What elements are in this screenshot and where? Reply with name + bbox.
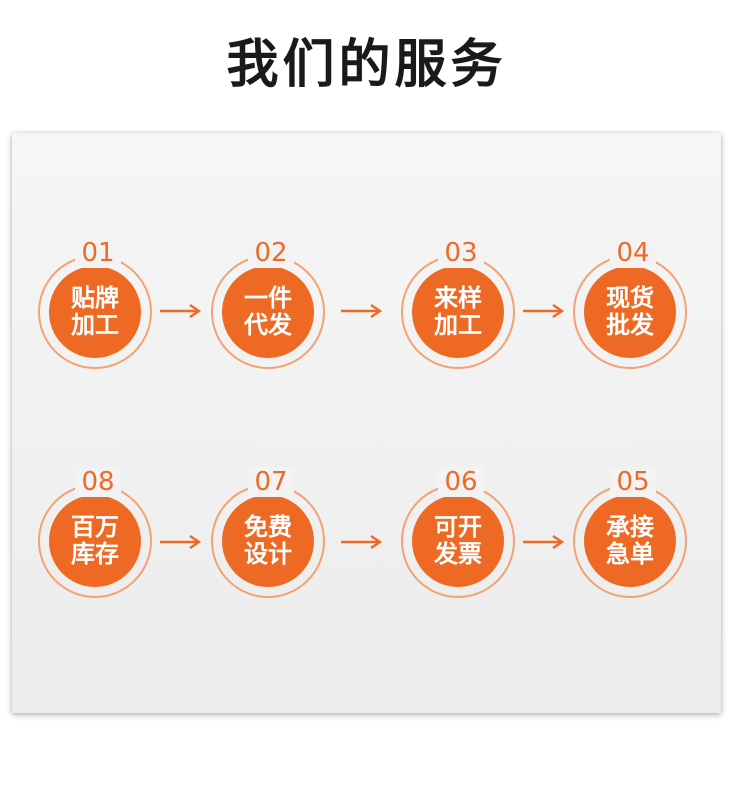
step-label-line1: 承接: [606, 513, 654, 541]
service-step-08[interactable]: 08 百万 库存: [38, 467, 158, 617]
step-label-line1: 可开: [434, 513, 482, 541]
right-arrow-icon: [160, 535, 202, 549]
right-arrow-icon: [160, 304, 202, 318]
step-label-line2: 加工: [71, 311, 119, 339]
step-number: 07: [248, 467, 294, 497]
page-title: 我们的服务: [226, 35, 507, 95]
right-arrow-icon: [523, 304, 565, 318]
service-step-04[interactable]: 04 现货 批发: [573, 238, 693, 388]
step-number: 05: [610, 467, 656, 497]
step-circle: 百万 库存: [49, 495, 141, 587]
step-number: 03: [438, 238, 484, 268]
step-number: 04: [610, 238, 656, 268]
step-label-line2: 代发: [244, 311, 292, 339]
step-circle: 免费 设计: [222, 495, 314, 587]
step-label-line2: 急单: [606, 540, 654, 568]
step-label-line1: 来样: [434, 284, 482, 312]
services-panel: [12, 133, 721, 713]
service-step-05[interactable]: 05 承接 急单: [573, 467, 693, 617]
step-circle: 来样 加工: [412, 266, 504, 358]
step-label-line1: 现货: [606, 284, 654, 312]
step-circle: 一件 代发: [222, 266, 314, 358]
step-label-line2: 发票: [434, 540, 482, 568]
step-label-line2: 库存: [71, 540, 119, 568]
step-label-line1: 贴牌: [71, 284, 119, 312]
step-label-line2: 加工: [434, 311, 482, 339]
step-number: 08: [75, 467, 121, 497]
service-step-03[interactable]: 03 来样 加工: [401, 238, 521, 388]
step-circle: 现货 批发: [584, 266, 676, 358]
service-step-07[interactable]: 07 免费 设计: [211, 467, 331, 617]
right-arrow-icon: [341, 535, 383, 549]
right-arrow-icon: [523, 535, 565, 549]
step-label-line2: 批发: [606, 311, 654, 339]
step-label-line2: 设计: [244, 540, 292, 568]
step-label-line1: 免费: [244, 513, 292, 541]
right-arrow-icon: [341, 304, 383, 318]
step-number: 02: [248, 238, 294, 268]
step-circle: 贴牌 加工: [49, 266, 141, 358]
step-circle: 承接 急单: [584, 495, 676, 587]
service-step-01[interactable]: 01 贴牌 加工: [38, 238, 158, 388]
step-number: 01: [75, 238, 121, 268]
service-step-06[interactable]: 06 可开 发票: [401, 467, 521, 617]
step-label-line1: 一件: [244, 284, 292, 312]
step-label-line1: 百万: [71, 513, 119, 541]
step-circle: 可开 发票: [412, 495, 504, 587]
step-number: 06: [438, 467, 484, 497]
service-step-02[interactable]: 02 一件 代发: [211, 238, 331, 388]
